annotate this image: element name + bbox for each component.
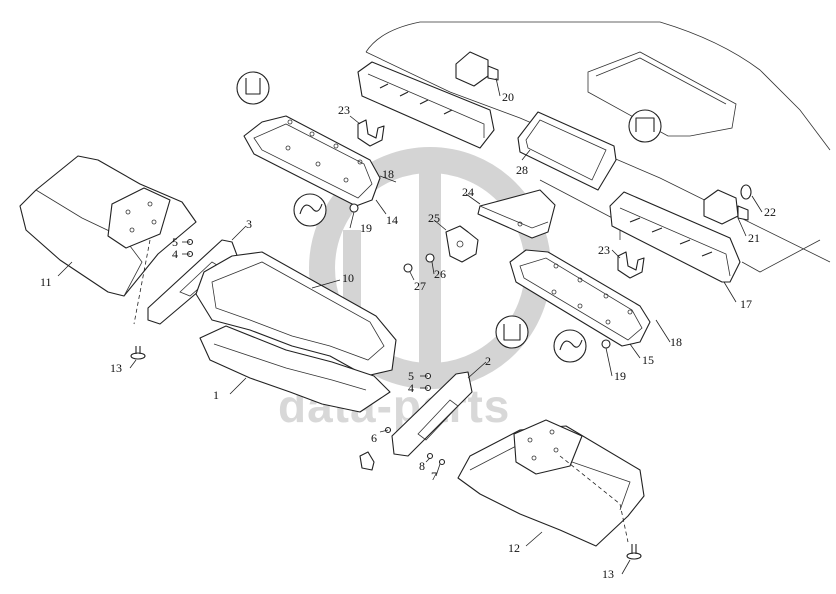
plug-22 [740,184,752,200]
callout-20: 20 [502,90,514,104]
part-14-gasket [243,115,381,207]
callout-23a: 23 [338,103,350,117]
callout-5b: 5 [408,369,414,383]
washer-26 [425,253,435,263]
bolt-13-right [626,544,642,560]
nut-19-lower [601,339,611,349]
part-17-lamp-housing [609,191,741,283]
connector-20 [455,51,499,87]
callout-28: 28 [516,163,528,177]
part-1-seal [199,325,391,413]
callout-2: 2 [485,354,491,368]
part-25-bracket [445,225,479,263]
callout-5a: 5 [172,235,178,249]
part-11-cover [19,155,197,325]
callout-24: 24 [462,185,474,199]
part-28-frame [517,111,617,191]
callout-15: 15 [642,353,654,367]
callout-6: 6 [371,431,377,445]
callout-4b: 4 [408,381,414,395]
callout-3: 3 [246,217,252,231]
callout-18b: 18 [670,335,682,349]
callout-12: 12 [508,541,520,555]
part-2-plate [391,371,473,457]
clip-23-upper [357,119,385,147]
callout-14: 14 [386,213,398,227]
callout-17: 17 [740,297,752,311]
callout-19b: 19 [614,369,626,383]
callout-25: 25 [428,211,440,225]
callout-21: 21 [748,231,760,245]
callout-8: 8 [419,459,425,473]
leader-lines [57,77,763,575]
callout-19a: 19 [360,221,372,235]
callout-10: 10 [342,271,354,285]
detail-clip-view-2 [293,193,327,227]
callout-26: 26 [434,267,446,281]
detail-clip-view-5 [553,329,587,363]
part-15-gasket [509,249,651,347]
nut-19-upper [349,203,359,213]
callout-7: 7 [431,469,437,483]
part-12-cover [457,419,645,547]
callout-13a: 13 [110,361,122,375]
detail-clip-view-3 [628,109,662,143]
upper-lamp-rail [357,61,495,149]
callout-22: 22 [764,205,776,219]
part-24-block [477,189,556,239]
callout-13b: 13 [602,567,614,581]
bolt-13-left [130,346,146,360]
callout-23b: 23 [598,243,610,257]
nut-27 [403,263,413,273]
connector-21 [703,189,749,225]
callout-27: 27 [414,279,426,293]
callout-1: 1 [213,388,219,402]
callout-11: 11 [40,275,52,289]
callout-4a: 4 [172,247,178,261]
detail-clip-view-4 [495,315,529,349]
detail-clip-view-1 [236,71,270,105]
callout-18a: 18 [382,167,394,181]
clip-23-lower [617,251,645,279]
clip-square [359,451,375,471]
